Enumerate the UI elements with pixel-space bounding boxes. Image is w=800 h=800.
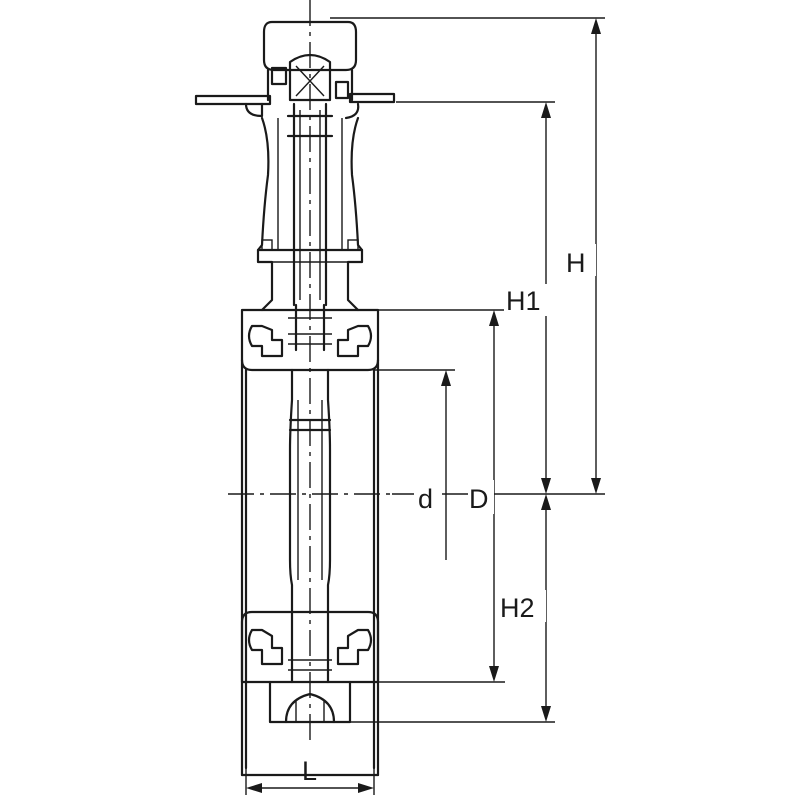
label-H: H	[566, 248, 586, 278]
valve-stem	[286, 102, 334, 352]
valve-disc	[288, 368, 332, 614]
actuator-cap	[262, 20, 358, 102]
dimension-labels: H H1 H2 d D L	[302, 244, 596, 786]
dimension-L	[246, 783, 374, 793]
label-L: L	[302, 756, 317, 786]
lever-plate	[194, 92, 396, 120]
label-H2: H2	[500, 593, 535, 623]
label-H1: H1	[506, 286, 541, 316]
centre-lines	[228, 0, 392, 740]
label-D: D	[469, 484, 489, 514]
valve-body	[240, 358, 380, 777]
label-d: d	[418, 484, 433, 514]
dimension-d	[441, 370, 451, 560]
